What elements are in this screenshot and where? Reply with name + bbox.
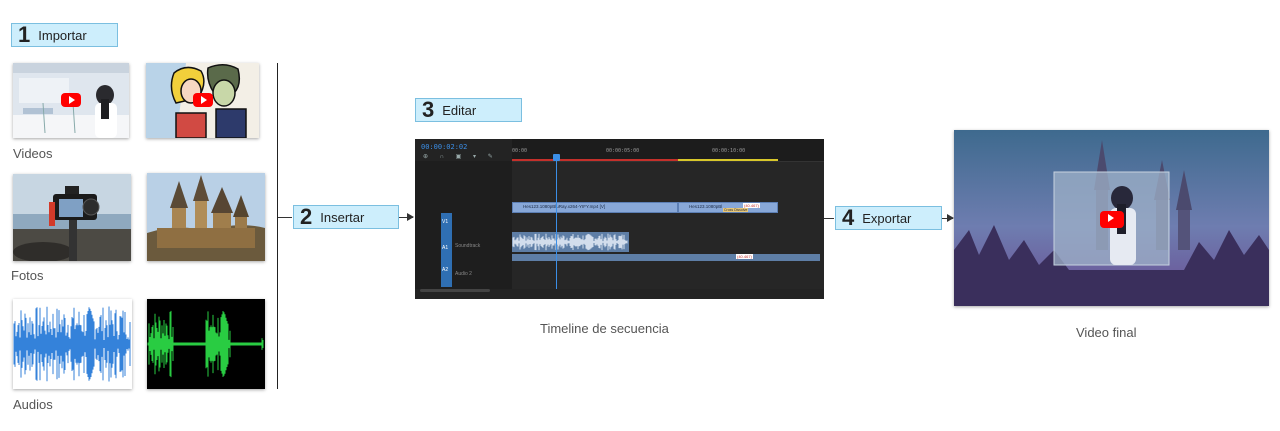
connector-line (824, 218, 834, 219)
photos-label: Fotos (11, 268, 44, 283)
videos-label: Videos (13, 146, 53, 161)
final-video-caption: Video final (1076, 325, 1137, 340)
step-label: Exportar (862, 210, 912, 226)
clip-badge: (40.467) (743, 203, 760, 208)
connector-arrow (942, 214, 954, 222)
tracks-area[interactable] (512, 162, 824, 289)
work-area-bar-yellow (678, 159, 778, 161)
sequence-timeline[interactable]: 00:00:02:02 ⊕ ∩ ▣ ▾ ✎ 00:00 00:00:05:00 … (415, 139, 824, 299)
timecode-display: 00:00:02:02 (421, 143, 468, 151)
connector-line (278, 217, 292, 218)
step-label: Importar (38, 27, 87, 43)
photo-thumbnail-camera[interactable] (13, 174, 131, 261)
audio-track-name: Audio 2 (455, 271, 472, 277)
track-headers (415, 161, 512, 289)
play-button-icon[interactable] (61, 93, 81, 107)
ruler-label: 00:00:05:00 (606, 148, 640, 154)
audio-track-label[interactable]: A1 (442, 245, 449, 251)
time-ruler[interactable]: 00:00 00:00:05:00 00:00:10:00 (512, 139, 824, 162)
audios-label: Audios (13, 397, 53, 412)
clip-name: Hes123.1080pBluRay.x264-YIFY.mp4 [V] (523, 204, 606, 209)
audio-clip-2[interactable]: (40.467) (512, 254, 820, 261)
audio-thumbnail-blue-waveform[interactable] (13, 299, 132, 389)
play-button-icon[interactable] (193, 93, 213, 107)
step-edit: 3 Editar (415, 98, 522, 122)
step-number: 4 (842, 205, 855, 230)
audio-thumbnail-green-waveform[interactable] (147, 299, 265, 389)
photo-thumbnail-castle[interactable] (147, 173, 265, 261)
step-number: 3 (422, 97, 435, 122)
media-separator-line (277, 63, 278, 389)
clip-badge: (40.467) (736, 254, 753, 259)
video-track-label[interactable]: V1 (442, 219, 449, 225)
connector-arrow (399, 213, 414, 221)
transition-tag: Cross Dissolve (723, 208, 749, 212)
timeline-tool-icons: ⊕ ∩ ▣ ▾ ✎ (423, 154, 498, 160)
audio-track-name: Soundtrack (455, 243, 481, 249)
video-thumbnail-lab[interactable] (13, 63, 129, 138)
audio-track-label[interactable]: A2 (442, 267, 449, 273)
final-video-preview[interactable] (954, 130, 1269, 306)
ruler-label: 00:00 (512, 148, 528, 154)
timeline-caption: Timeline de secuencia (540, 321, 669, 336)
step-label: Insertar (320, 209, 365, 225)
step-number: 2 (300, 204, 313, 229)
clip-name: Hes123.1080pBl (689, 204, 723, 209)
playhead-handle[interactable] (553, 154, 560, 161)
playhead[interactable] (556, 155, 557, 289)
step-insert: 2 Insertar (293, 205, 399, 229)
step-label: Editar (442, 102, 477, 118)
audio-clip-soundtrack[interactable] (512, 232, 629, 252)
zoom-scrollbar[interactable] (420, 289, 490, 292)
play-button-icon[interactable] (1100, 211, 1124, 228)
ruler-label: 00:00:10:00 (712, 148, 746, 154)
video-thumbnail-comic[interactable] (146, 63, 259, 138)
step-export: 4 Exportar (835, 206, 942, 230)
clip-video-1[interactable]: Hes123.1080pBluRay.x264-YIFY.mp4 [V] (512, 202, 678, 213)
step-import: 1 Importar (11, 23, 118, 47)
clip-video-2[interactable]: Hes123.1080pBl Cross Dissolve (40.467) (678, 202, 778, 213)
track-target-column (441, 213, 452, 287)
step-number: 1 (18, 22, 31, 47)
work-area-bar-red (512, 159, 678, 161)
